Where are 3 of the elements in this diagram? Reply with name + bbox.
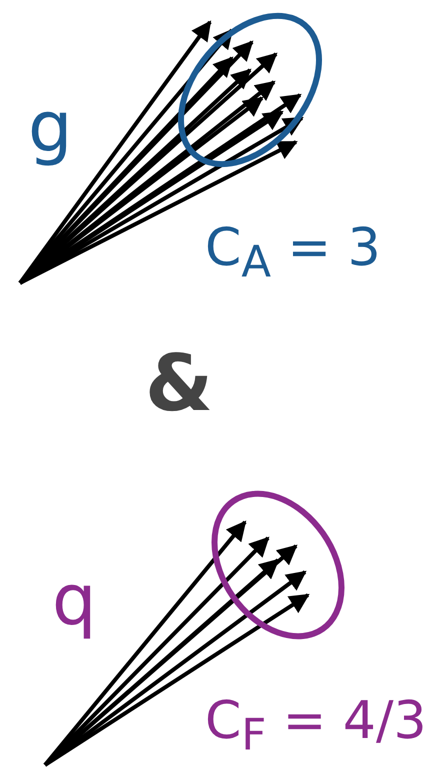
color-factor-label: C$_{A}$ = 3 (205, 222, 381, 285)
color-factor-label: C$_{F}$ = 4/3 (205, 695, 427, 758)
ampersand-symbol: & (145, 345, 214, 423)
